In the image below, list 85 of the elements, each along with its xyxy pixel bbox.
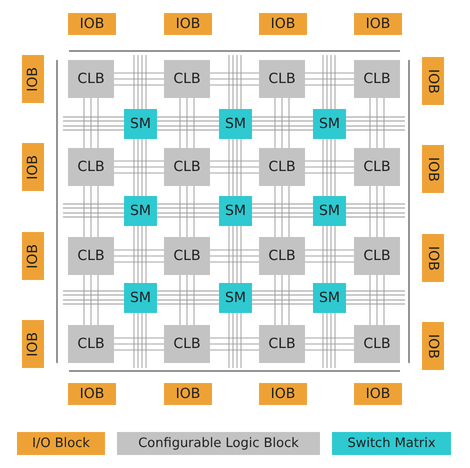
logic-block (354, 325, 400, 363)
switch-matrix (219, 283, 252, 313)
switch-matrix (219, 196, 252, 226)
block-label: IOB (176, 16, 200, 32)
io-block (422, 145, 444, 193)
io-block (354, 383, 402, 405)
block-label: IOB (366, 16, 390, 32)
block-label: CLB (268, 71, 296, 87)
block-label: IOB (25, 154, 41, 180)
logic-block (164, 237, 210, 275)
block-label: CLB (363, 248, 391, 264)
switch-matrix (219, 109, 252, 139)
logic-block (164, 325, 210, 363)
switch-matrix (313, 283, 346, 313)
io-block (68, 383, 116, 405)
block-label: SM (225, 290, 246, 306)
switch-matrix (124, 196, 157, 226)
block-label: IOB (270, 386, 296, 402)
legend-key: Switch Matrix (332, 432, 451, 455)
logic-block (354, 60, 400, 98)
block-label: CLB (363, 159, 391, 175)
io-block (422, 322, 444, 370)
logic-block (259, 60, 305, 98)
block-label: CLB (268, 336, 296, 352)
block-label: SM (130, 116, 151, 132)
io-block (164, 13, 212, 35)
block-label: CLB (77, 248, 105, 264)
logic-block (68, 60, 114, 98)
block-label: IOB (366, 386, 390, 402)
switch-matrix (124, 109, 157, 139)
io-block (422, 57, 444, 105)
switch-matrix (313, 109, 346, 139)
block-label: IOB (425, 334, 441, 358)
logic-block (68, 237, 114, 275)
block-label: SM (319, 290, 340, 306)
io-block (22, 320, 44, 368)
block-label: CLB (173, 159, 201, 175)
block-label: SM (130, 203, 151, 219)
block-label: SM (319, 203, 340, 219)
io-block (259, 13, 307, 35)
io-block (422, 234, 444, 282)
switch-matrix (124, 283, 157, 313)
io-block (22, 143, 44, 191)
block-label: CLB (268, 159, 296, 175)
block-label: IOB (270, 16, 296, 32)
block-label: CLB (77, 336, 105, 352)
io-block (164, 383, 212, 405)
io-block (354, 13, 402, 35)
block-label: IOB (25, 332, 41, 356)
io-block (259, 383, 307, 405)
block-label: CLB (268, 248, 296, 264)
logic-block (68, 148, 114, 186)
block-label: IOB (176, 386, 200, 402)
io-block (22, 232, 44, 280)
block-label: IOB (25, 66, 41, 92)
block-label: CLB (363, 71, 391, 87)
block-label: CLB (173, 248, 201, 264)
logic-block (68, 325, 114, 363)
logic-block (259, 148, 305, 186)
logic-block (259, 237, 305, 275)
block-label: IOB (80, 16, 104, 32)
block-label: CLB (77, 159, 105, 175)
block-label: SM (225, 116, 246, 132)
logic-block (164, 60, 210, 98)
logic-block (354, 237, 400, 275)
block-label: IOB (25, 244, 41, 268)
logic-block (164, 148, 210, 186)
block-label: SM (225, 203, 246, 219)
block-label: CLB (363, 336, 391, 352)
block-label: IOB (80, 386, 104, 402)
logic-block (259, 325, 305, 363)
logic-block (354, 148, 400, 186)
block-label: IOB (425, 246, 441, 270)
legend-key: I/O Block (17, 432, 105, 455)
block-label: SM (319, 116, 340, 132)
block-label: IOB (425, 156, 441, 182)
switch-matrix (313, 196, 346, 226)
io-block (22, 55, 44, 103)
block-label: CLB (173, 336, 201, 352)
block-label: IOB (425, 68, 441, 94)
block-label: SM (130, 290, 151, 306)
io-block (68, 13, 116, 35)
block-label: CLB (77, 71, 105, 87)
legend-key: Configurable Logic Block (117, 432, 320, 455)
block-label: CLB (173, 71, 201, 87)
